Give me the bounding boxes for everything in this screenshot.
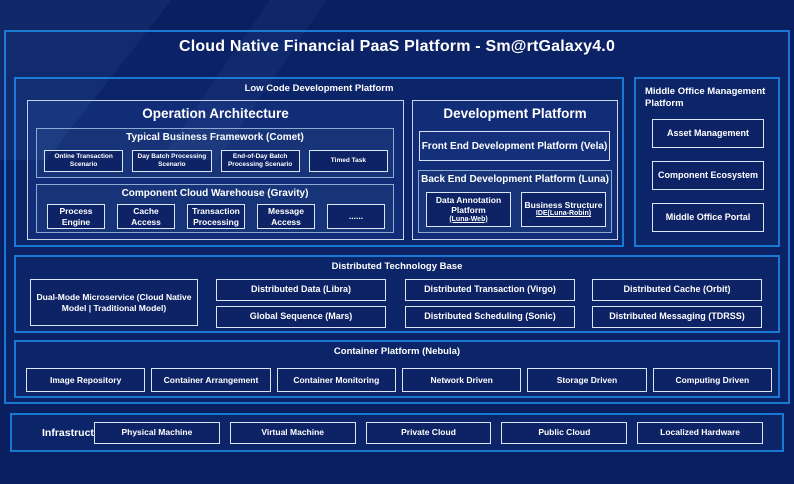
distributed-technology-base-panel: Distributed Technology Base Dual-Mode Mi… <box>14 255 780 333</box>
comet-title: Typical Business Framework (Comet) <box>126 132 304 143</box>
middle-office-label: Middle Office Management Platform <box>645 86 766 110</box>
gravity-item-transaction-processing: Transaction Processing <box>187 204 245 229</box>
container-item-container-arrangement: Container Arrangement <box>151 368 271 392</box>
page-title: Cloud Native Financial PaaS Platform - S… <box>178 38 616 55</box>
development-platform-title: Development Platform <box>443 106 587 121</box>
middle-office-item-asset-management: Asset Management <box>652 119 764 148</box>
middle-office-management-panel: Middle Office Management Platform Asset … <box>634 77 780 247</box>
infrastructure-item-private-cloud: Private Cloud <box>365 421 492 444</box>
luna-item-business-structure: Business Structure IDE(Luna-Robin) <box>521 192 606 227</box>
middle-office-item-middle-office-portal: Middle Office Portal <box>652 203 764 232</box>
gravity-item-ellipsis: ...... <box>327 204 385 229</box>
container-item-container-monitoring: Container Monitoring <box>276 368 396 392</box>
gravity-item-message-access: Message Access <box>257 204 315 229</box>
luna-title: Back End Development Platform (Luna) <box>421 174 609 185</box>
comet-item-timed-task: Timed Task <box>308 150 388 172</box>
container-item-computing-driven: Computing Driven <box>652 368 772 392</box>
gravity-item-cache-access: Cache Access <box>117 204 175 229</box>
typical-business-framework-panel: Typical Business Framework (Comet) Onlin… <box>36 128 394 178</box>
development-platform-panel: Development Platform Front End Developme… <box>412 100 618 240</box>
infrastructure-item-localized-hardware: Localized Hardware <box>637 421 763 444</box>
middle-office-item-component-ecosystem: Component Ecosystem <box>652 161 764 190</box>
container-platform-label: Container Platform (Nebula) <box>333 346 461 357</box>
luna-item-data-annotation: Data Annotation Platform (Luna-Web) <box>426 192 511 227</box>
low-code-platform-label: Low Code Development Platform <box>244 83 394 94</box>
luna-item-subname: (Luna-Web) <box>449 215 488 223</box>
distributed-item-messaging-tdrss: Distributed Messaging (TDRSS) <box>592 306 762 328</box>
luna-items-row: Data Annotation Platform (Luna-Web) Busi… <box>426 192 606 227</box>
luna-item-subname: IDE(Luna-Robin) <box>535 210 592 218</box>
back-end-development-platform-panel: Back End Development Platform (Luna) Dat… <box>418 170 612 233</box>
luna-item-name: Business Structure <box>524 199 603 210</box>
distributed-item-scheduling-sonic: Distributed Scheduling (Sonic) <box>405 306 575 328</box>
container-item-storage-driven: Storage Driven <box>527 368 647 392</box>
infrastructure-panel: Infrastructure Physical Machine Virtual … <box>10 413 784 452</box>
component-cloud-warehouse-panel: Component Cloud Warehouse (Gravity) Proc… <box>36 184 394 233</box>
operation-architecture-title: Operation Architecture <box>142 106 289 121</box>
container-item-image-repository: Image Repository <box>26 368 146 392</box>
comet-item-end-of-day-batch: End-of-Day Batch Processing Scenario <box>220 150 300 172</box>
container-platform-panel: Container Platform (Nebula) Image Reposi… <box>14 340 780 398</box>
gravity-item-process-engine: Process Engine <box>47 204 105 229</box>
low-code-development-platform-panel: Low Code Development Platform Operation … <box>14 77 624 247</box>
platform-main-container: Cloud Native Financial PaaS Platform - S… <box>4 30 790 404</box>
dual-mode-microservice-box: Dual-Mode Microservice (Cloud Native Mod… <box>30 279 198 326</box>
operation-architecture-panel: Operation Architecture Typical Business … <box>27 100 404 240</box>
distributed-item-cache-orbit: Distributed Cache (Orbit) <box>592 279 762 301</box>
infrastructure-items-row: Physical Machine Virtual Machine Private… <box>94 421 763 444</box>
container-item-network-driven: Network Driven <box>401 368 522 392</box>
distributed-base-label: Distributed Technology Base <box>331 261 463 272</box>
gravity-title: Component Cloud Warehouse (Gravity) <box>121 188 309 199</box>
infrastructure-label: Infrastructure <box>42 426 111 439</box>
distributed-item-transaction-virgo: Distributed Transaction (Virgo) <box>405 279 575 301</box>
gravity-items-row: Process Engine Cache Access Transaction … <box>47 204 385 229</box>
infrastructure-item-public-cloud: Public Cloud <box>501 421 628 444</box>
infrastructure-item-physical-machine: Physical Machine <box>94 421 220 444</box>
distributed-item-data-libra: Distributed Data (Libra) <box>216 279 386 301</box>
luna-item-name: Data Annotation Platform <box>435 194 502 216</box>
container-platform-items-row: Image Repository Container Arrangement C… <box>26 368 772 392</box>
comet-item-day-batch: Day Batch Processing Scenario <box>132 150 212 172</box>
infrastructure-item-virtual-machine: Virtual Machine <box>229 421 356 444</box>
distributed-item-global-sequence-mars: Global Sequence (Mars) <box>216 306 386 328</box>
front-end-development-platform-box: Front End Development Platform (Vela) <box>419 131 610 161</box>
comet-item-online-transaction: Online Transaction Scenario <box>44 150 124 172</box>
comet-items-row: Online Transaction Scenario Day Batch Pr… <box>44 150 388 172</box>
